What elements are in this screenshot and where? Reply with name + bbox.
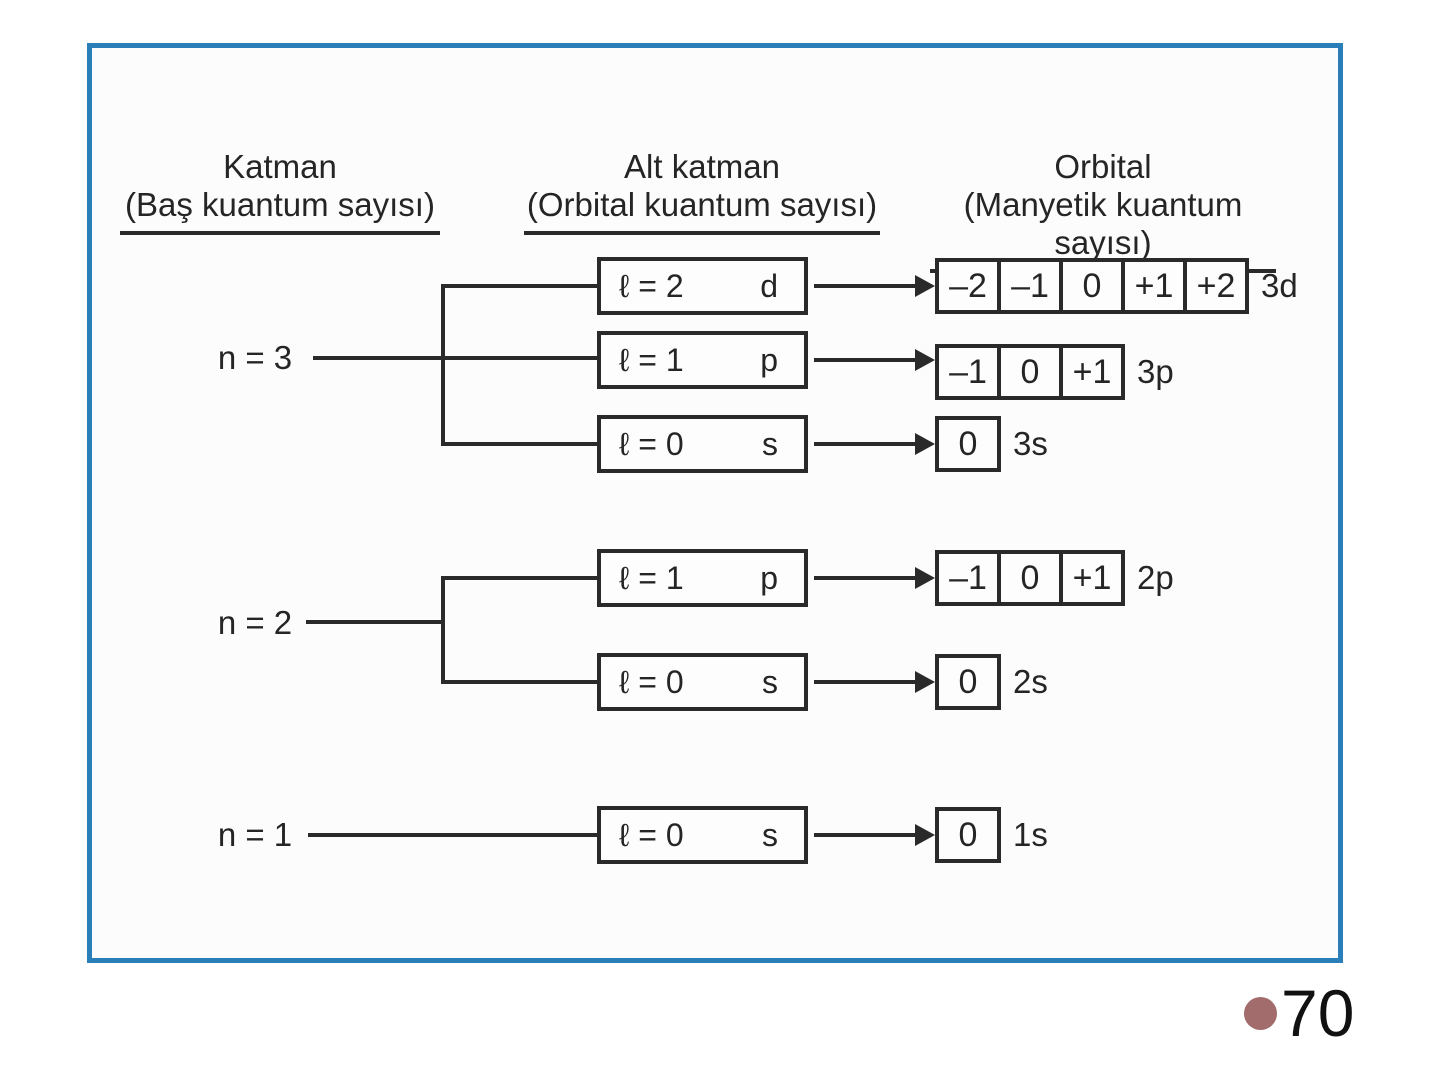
arrow-shaft [814, 442, 917, 446]
shell-label-n1: n = 1 [217, 816, 293, 853]
orbital-name: 2p [1137, 559, 1174, 596]
branch-line [441, 576, 597, 580]
subshell-box-3s: ℓ = 0 s [597, 415, 808, 473]
arrow-shaft [814, 358, 917, 362]
page-number: 70 [1244, 980, 1354, 1046]
orbital-name: 2s [1013, 663, 1048, 700]
arrow-icon [814, 824, 935, 846]
orbital-cell: 0 [935, 807, 1001, 863]
column-header-orbital: Orbital (Manyetik kuantum sayısı) [930, 148, 1276, 273]
arrow-icon [814, 349, 935, 371]
orbital-cell: +1 [1059, 550, 1125, 606]
orbital-cell: 0 [997, 550, 1063, 606]
orbital-cell: –1 [935, 550, 1001, 606]
arrow-shaft [814, 576, 917, 580]
column-header-subshell: Alt katman (Orbital kuantum sayısı) [524, 148, 880, 235]
subshell-letter: s [762, 663, 778, 700]
subshell-letter: p [760, 559, 778, 596]
orbital-cell: +1 [1121, 258, 1187, 314]
arrow-head [915, 433, 935, 455]
subshell-box-2s: ℓ = 0 s [597, 653, 808, 711]
orbital-row-2p: –1 0 +1 2p [935, 550, 1174, 606]
shell-label-n2: n = 2 [217, 604, 293, 641]
subshell-quantum: ℓ = 1 [619, 559, 684, 596]
column-title: Alt katman [624, 148, 780, 185]
subshell-quantum: ℓ = 2 [619, 267, 684, 304]
column-title: Katman [223, 148, 337, 185]
subshell-letter: s [762, 425, 778, 462]
orbital-name: 1s [1013, 816, 1048, 853]
orbital-row-3d: –2 –1 0 +1 +2 3d [935, 258, 1298, 314]
subshell-box-3d: ℓ = 2 d [597, 257, 808, 315]
shell-label-n3: n = 3 [217, 339, 293, 376]
orbital-cell: 0 [935, 416, 1001, 472]
subshell-box-1s: ℓ = 0 s [597, 806, 808, 864]
subshell-letter: s [762, 816, 778, 853]
orbital-cell: +1 [1059, 344, 1125, 400]
column-subtitle: (Manyetik kuantum sayısı) [963, 186, 1243, 261]
branch-line [441, 576, 445, 684]
bullet-icon [1244, 996, 1277, 1030]
orbital-row-3s: 0 3s [935, 416, 1048, 472]
orbital-row-3p: –1 0 +1 3p [935, 344, 1174, 400]
arrow-icon [814, 567, 935, 589]
branch-line [441, 284, 445, 446]
orbital-cell: 0 [997, 344, 1063, 400]
subshell-quantum: ℓ = 0 [619, 816, 684, 853]
arrow-head [915, 567, 935, 589]
branch-line [441, 284, 597, 288]
arrow-head [915, 275, 935, 297]
column-title: Orbital [1054, 148, 1152, 185]
arrow-head [915, 671, 935, 693]
subshell-quantum: ℓ = 0 [619, 663, 684, 700]
branch-line [313, 356, 597, 360]
branch-line [306, 620, 445, 624]
orbital-name: 3p [1137, 353, 1174, 390]
branch-line [441, 680, 597, 684]
orbital-cell: –1 [935, 344, 1001, 400]
arrow-shaft [814, 284, 917, 288]
subshell-quantum: ℓ = 1 [619, 341, 684, 378]
arrow-shaft [814, 833, 917, 837]
branch-line [441, 442, 597, 446]
subshell-letter: p [760, 341, 778, 378]
arrow-head [915, 349, 935, 371]
column-subtitle: (Baş kuantum sayısı) [125, 186, 435, 223]
subshell-quantum: ℓ = 0 [619, 425, 684, 462]
orbital-cell: –1 [997, 258, 1063, 314]
column-header-shell: Katman (Baş kuantum sayısı) [120, 148, 440, 235]
subshell-box-3p: ℓ = 1 p [597, 331, 808, 389]
orbital-row-2s: 0 2s [935, 654, 1048, 710]
column-subtitle: (Orbital kuantum sayısı) [526, 186, 878, 223]
orbital-row-1s: 0 1s [935, 807, 1048, 863]
subshell-letter: d [760, 267, 778, 304]
orbital-cell: 0 [935, 654, 1001, 710]
branch-line [308, 833, 597, 837]
orbital-name: 3d [1261, 267, 1298, 304]
orbital-name: 3s [1013, 425, 1048, 462]
orbital-cell: 0 [1059, 258, 1125, 314]
orbital-cell: –2 [935, 258, 1001, 314]
page-number-text: 70 [1281, 976, 1355, 1050]
arrow-icon [814, 275, 935, 297]
arrow-head [915, 824, 935, 846]
arrow-icon [814, 671, 935, 693]
orbital-cell: +2 [1183, 258, 1249, 314]
arrow-shaft [814, 680, 917, 684]
subshell-box-2p: ℓ = 1 p [597, 549, 808, 607]
arrow-icon [814, 433, 935, 455]
